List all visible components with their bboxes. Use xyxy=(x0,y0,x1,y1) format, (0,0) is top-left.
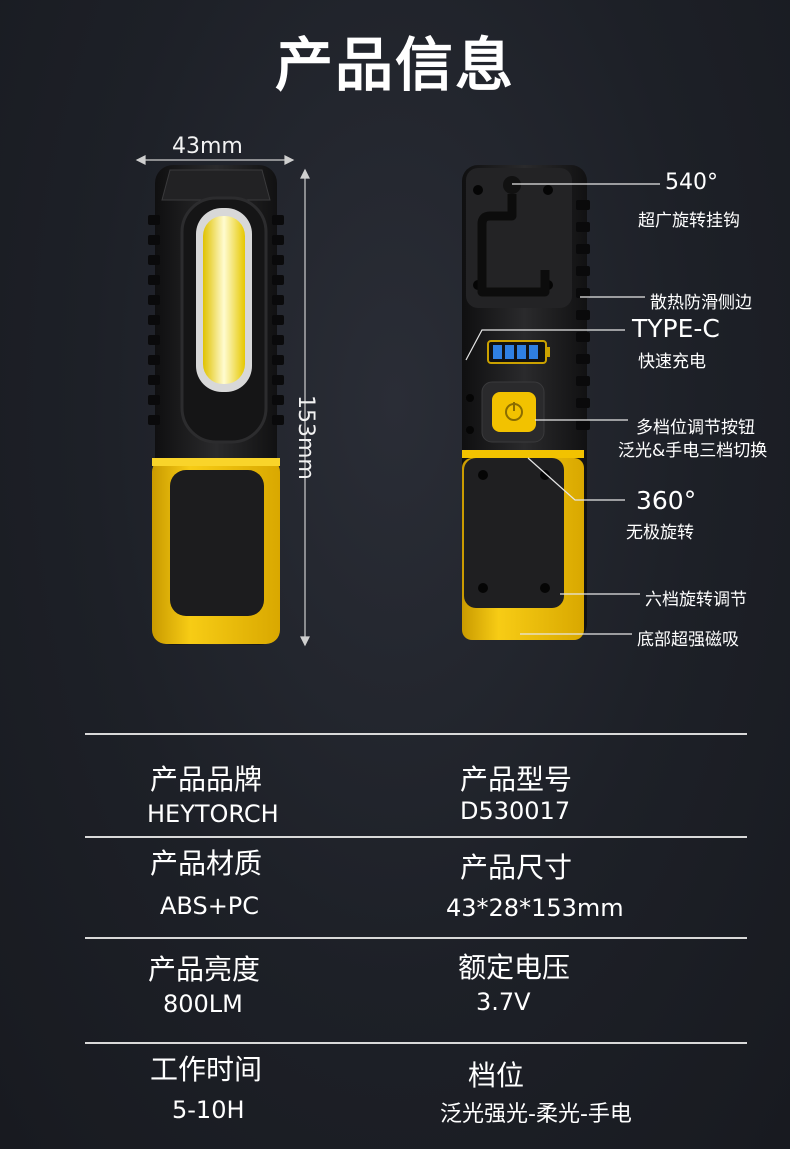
spec-value-size: 43*28*153mm xyxy=(446,894,624,922)
spec-label-size: 产品尺寸 xyxy=(460,851,573,884)
rotate-angle: 360° xyxy=(636,486,697,515)
dimension-lines xyxy=(135,155,310,647)
page-title: 产品信息 xyxy=(274,31,515,99)
width-label: 43mm xyxy=(172,134,243,159)
callout-lines xyxy=(465,183,660,635)
product-illustration xyxy=(135,155,660,647)
spec-value-material: ABS+PC xyxy=(160,892,260,920)
port-name: TYPE-C xyxy=(632,314,720,343)
spec-value-worktime: 5-10H xyxy=(172,1096,245,1124)
spec-label-worktime: 工作时间 xyxy=(150,1053,263,1086)
rotate-desc: 无极旋转 xyxy=(626,523,694,543)
magnet-desc: 底部超强磁吸 xyxy=(637,630,739,650)
hook-desc: 超广旋转挂钩 xyxy=(638,211,740,231)
spec-divider xyxy=(85,836,747,838)
front-view-light xyxy=(148,165,284,645)
spec-value-brightness: 800LM xyxy=(163,990,243,1018)
spec-label-mode: 档位 xyxy=(468,1059,525,1092)
spec-label-material: 产品材质 xyxy=(150,847,263,880)
back-view-light xyxy=(462,165,590,640)
spec-divider xyxy=(85,937,747,939)
button-desc-1: 多档位调节按钮 xyxy=(636,418,755,438)
hook-angle: 540° xyxy=(665,170,718,195)
port-desc: 快速充电 xyxy=(638,352,706,372)
spec-label-brand: 产品品牌 xyxy=(150,763,263,796)
gear-desc: 六档旋转调节 xyxy=(645,590,747,610)
spec-value-mode: 泛光强光-柔光-手电 xyxy=(440,1102,632,1127)
spec-divider xyxy=(85,733,747,735)
side-desc: 散热防滑侧边 xyxy=(650,293,752,313)
spec-value-brand: HEYTORCH xyxy=(147,800,279,828)
spec-value-voltage: 3.7V xyxy=(476,988,531,1016)
height-label: 153mm xyxy=(293,395,318,480)
spec-label-brightness: 产品亮度 xyxy=(148,953,261,986)
button-desc-2: 泛光&手电三档切换 xyxy=(618,441,768,461)
spec-divider xyxy=(85,1042,747,1044)
spec-label-model: 产品型号 xyxy=(460,763,573,796)
spec-label-voltage: 额定电压 xyxy=(458,951,571,984)
spec-value-model: D530017 xyxy=(460,797,571,825)
